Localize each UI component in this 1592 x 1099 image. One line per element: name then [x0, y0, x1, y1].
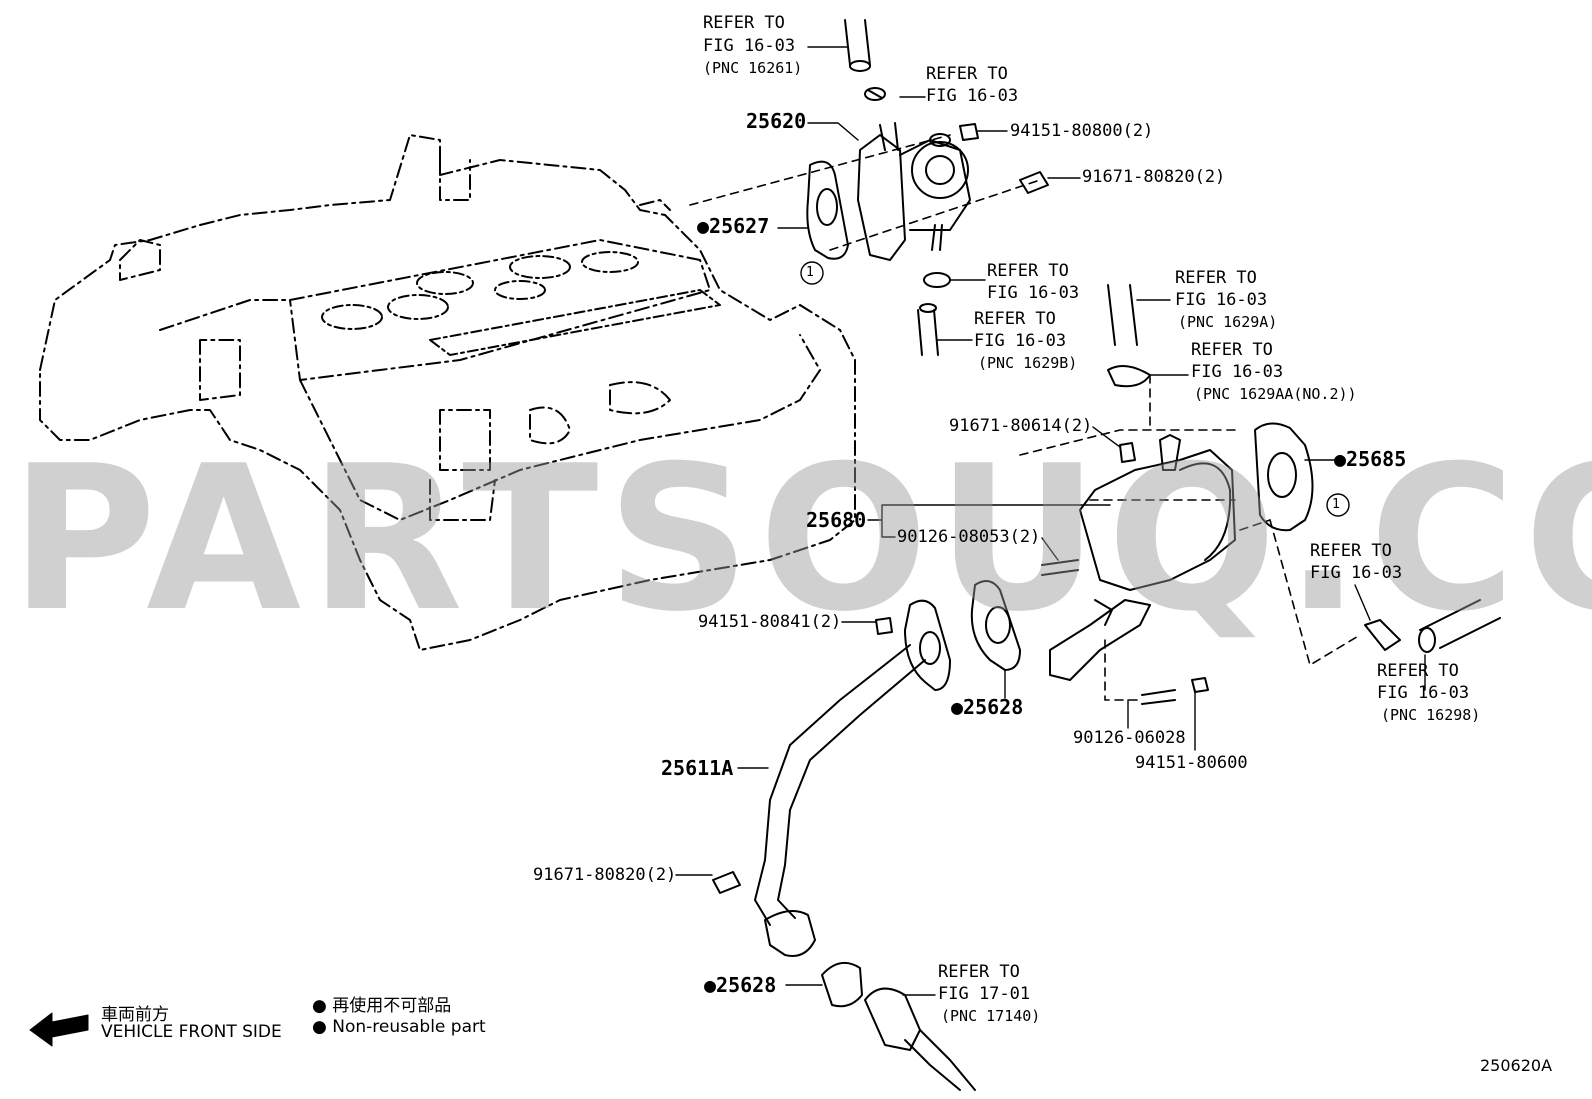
part-90126-06028[interactable]: 90126-06028 [1073, 728, 1186, 748]
non-reusable-marker: ● [951, 695, 964, 719]
legend-nonreuse-en: ● Non-reusable part [312, 1017, 486, 1037]
part-25628-lower[interactable]: ●25628 [704, 973, 777, 997]
hose-top [844, 19, 886, 101]
egr-pipe-drawing [754, 599, 951, 957]
part-25685[interactable]: ●25685 [1334, 447, 1407, 471]
engine-outline [39, 134, 856, 651]
egr-valve-drawing [857, 122, 971, 261]
part-91671-80820-lower[interactable]: 91671-80820(2) [533, 865, 677, 885]
part-94151-80800[interactable]: 94151-80800(2) [1010, 121, 1154, 141]
leader-lines [675, 46, 1426, 996]
non-reusable-marker: ● [697, 214, 710, 238]
part-91671-80614[interactable]: 91671-80614(2) [949, 416, 1093, 436]
part-90126-08053[interactable]: 90126-08053(2) [897, 527, 1041, 547]
non-reusable-marker: ● [704, 973, 717, 997]
gasket-25628-upper-drawing [970, 580, 1021, 671]
intake-ports [321, 251, 721, 356]
part-25620[interactable]: 25620 [746, 109, 807, 133]
ref-circle-upper-label: 1 [806, 265, 814, 280]
gasket-25685-drawing [1254, 422, 1314, 532]
part-25628-upper[interactable]: ●25628 [951, 695, 1024, 719]
part-25627[interactable]: ●25627 [697, 214, 770, 238]
ref-circle-right-label: 1 [1332, 497, 1340, 512]
exhaust-pipe-drawing [864, 987, 976, 1091]
ref-circle-upper [800, 261, 824, 285]
legend-marker: ● [312, 996, 327, 1016]
gasket-25627-drawing [806, 160, 849, 260]
part-25611A[interactable]: 25611A [661, 756, 734, 780]
egr-cooler-drawing [1049, 434, 1236, 681]
part-25680[interactable]: 25680 [806, 508, 867, 532]
legend-front-jp: 車両前方 [101, 1005, 169, 1025]
ref-circle-right [1326, 493, 1350, 517]
part-94151-80600[interactable]: 94151-80600 [1135, 753, 1248, 773]
hose-right-drawing [1364, 599, 1501, 653]
non-reusable-marker: ● [1334, 447, 1347, 471]
vehicle-front-arrow [29, 1012, 89, 1047]
part-94151-80841[interactable]: 94151-80841(2) [698, 612, 842, 632]
legend-nonreuse-jp: ● 再使用不可部品 [312, 996, 452, 1016]
legend-marker: ● [312, 1017, 327, 1037]
legend-front-en: VEHICLE FRONT SIDE [101, 1022, 282, 1042]
bolt-drawings [712, 123, 1209, 894]
figure-code: 250620A [1480, 1056, 1553, 1075]
gasket-25628-lower-drawing [821, 961, 863, 1008]
part-91671-80820-upper[interactable]: 91671-80820(2) [1082, 167, 1226, 187]
